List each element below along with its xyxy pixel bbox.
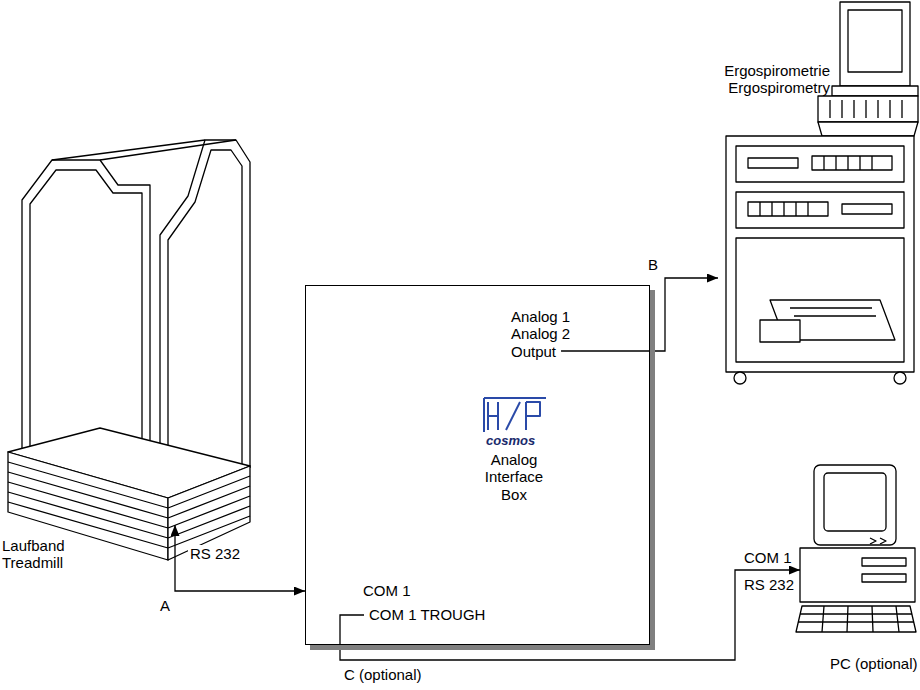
ergospirometry-drawing-part <box>734 372 746 384</box>
pc-node: PC (optional) <box>800 465 918 635</box>
ergospirometry-drawing-part <box>818 96 918 122</box>
ergospirometry-drawing-part <box>818 122 918 136</box>
ergospirometry-drawing-part <box>830 100 902 118</box>
ergospirometry-drawing-part <box>842 204 892 214</box>
box-title: Analog Interface Box <box>473 451 555 503</box>
device-label: Ergospirometrie Ergospirometry <box>718 62 830 97</box>
port-label: RS 232 <box>188 545 242 562</box>
treadmill-drawing-part <box>168 150 242 494</box>
pc-drawing-part <box>824 473 886 531</box>
device-label: Laufband Treadmill <box>2 537 74 572</box>
company-logo-part <box>484 398 546 432</box>
device-label: PC (optional) <box>830 655 918 672</box>
company-logo <box>484 398 546 432</box>
port-label: COM 1 <box>363 582 411 599</box>
treadmill-drawing-part <box>160 140 250 492</box>
ergospirometry-drawing <box>726 2 918 384</box>
output-label: Analog 1 Analog 2 Output <box>511 308 577 360</box>
treadmill-drawing-part <box>22 160 150 470</box>
ergospirometry-drawing-part <box>812 156 892 170</box>
ergospirometry-drawing-part <box>726 136 914 372</box>
pc-drawing-part <box>862 574 906 582</box>
company-logo-part <box>506 402 520 430</box>
ergospirometry-drawing-part <box>748 158 798 168</box>
treadmill-drawing-part <box>168 476 250 548</box>
ergospirometry-node: Ergospirometrie Ergospirometry <box>718 0 918 385</box>
connection-label: A <box>158 597 172 614</box>
port-stub <box>561 350 650 351</box>
ergospirometry-drawing-part <box>736 146 904 182</box>
ergospirometry-drawing-part <box>736 238 904 362</box>
ergospirometry-drawing-part <box>760 202 808 216</box>
treadmill-drawing <box>8 140 250 560</box>
port-label: COM 1 TROUGH <box>369 606 485 623</box>
logo-text: cosmos <box>486 434 535 449</box>
ergospirometry-drawing-part <box>840 2 910 86</box>
treadmill-drawing-part <box>52 140 236 160</box>
treadmill-drawing-part <box>8 462 168 548</box>
port-label: RS 232 <box>742 576 796 593</box>
pc-drawing <box>796 465 916 632</box>
port-label: COM 1 <box>742 549 794 566</box>
pc-drawing-part <box>800 548 915 602</box>
ergospirometry-drawing-part <box>894 372 906 384</box>
signal-cable <box>175 525 305 591</box>
company-logo-part <box>488 402 498 430</box>
signal-cable <box>340 570 800 660</box>
connection-label: C (optional) <box>342 666 424 683</box>
ergospirometry-drawing-part <box>790 308 876 316</box>
interface-box: Analog 1 Analog 2 Output cosmosAnalog Int… <box>305 285 650 645</box>
pc-drawing-part <box>798 606 914 632</box>
ergospirometry-drawing-part <box>748 202 828 216</box>
treadmill-node: Laufband Treadmill <box>0 120 255 525</box>
pc-drawing-part <box>870 538 886 544</box>
port-stub <box>340 615 364 645</box>
signal-cable <box>650 278 718 351</box>
ergospirometry-drawing-part <box>824 156 872 170</box>
connection-label: B <box>646 256 660 273</box>
ergospirometry-drawing-part <box>760 320 800 342</box>
pc-drawing-part <box>814 465 896 545</box>
company-logo-part <box>526 402 540 430</box>
ergospirometry-drawing-part <box>736 192 904 228</box>
ergospirometry-drawing-part <box>848 10 902 72</box>
ergospirometry-drawing-part <box>832 86 918 96</box>
pc-drawing-part <box>796 606 916 632</box>
treadmill-drawing-part <box>30 170 142 468</box>
pc-drawing-part <box>862 558 906 566</box>
